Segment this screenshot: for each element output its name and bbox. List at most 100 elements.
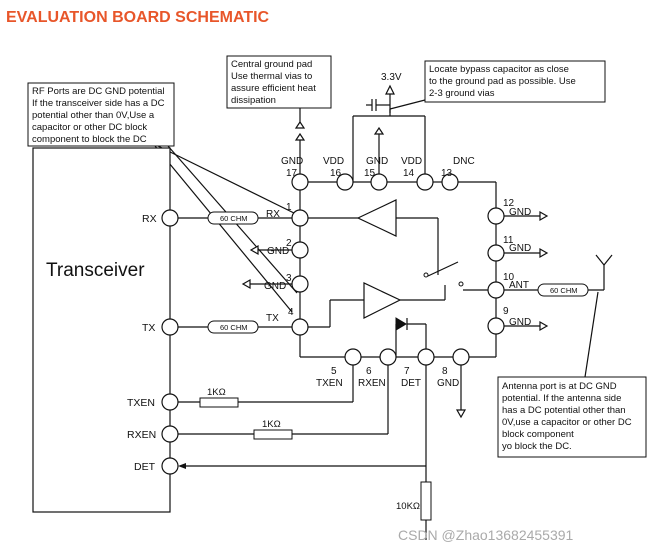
wiring [178, 84, 613, 540]
transceiver-txen-terminal [161, 393, 179, 411]
chip-pin-2 [291, 241, 309, 259]
pin-name: RX [266, 209, 280, 220]
pin-name: TX [266, 313, 279, 324]
pin-name: GND [437, 378, 459, 389]
transceiver-block: Transceiver RX TX TXEN RXEN DET [32, 147, 179, 513]
pin-name: DET [401, 378, 421, 389]
chip-pin-10 [487, 281, 505, 299]
transceiver-pin-rx: RX [142, 213, 157, 225]
antenna-note-line: block component [502, 429, 574, 440]
pin-name: TXEN [316, 378, 343, 389]
pin-name: GND [267, 246, 289, 257]
rf-ports-note-line: If the transceiver side has a DC [32, 98, 165, 109]
antenna-note-line: has a DC potential other than [502, 405, 626, 416]
txen-resistor: 1KΩ [199, 387, 239, 408]
chip-pin-15 [370, 173, 388, 191]
chip-pin-17 [291, 173, 309, 191]
rf-ports-note-line: component to block the DC [32, 134, 147, 145]
tx-line-label: 60 CHM [220, 323, 248, 332]
pin-number: 1 [286, 202, 292, 213]
schematic-title: EVALUATION BOARD SCHEMATIC [6, 9, 270, 26]
watermark: CSDN @Zhao13682455391 [398, 527, 574, 543]
chip-pin-9 [487, 317, 505, 335]
transceiver-label: Transceiver [46, 260, 145, 281]
pin-name: ANT [509, 280, 529, 291]
pin-number: 4 [288, 307, 294, 318]
pin-name: GND [281, 156, 303, 167]
rxen-resistor: 1KΩ [253, 419, 293, 440]
rx-line-label: 60 CHM [220, 214, 248, 223]
chip-pin-labels: 1 RX 2 GND 3 GND 4 TX 5 TXEN 6 RXEN 7 DE… [264, 156, 531, 389]
pin-number: 10 [503, 272, 515, 283]
ground-pad-note-line: Use thermal vias to [231, 71, 312, 82]
pin-name: DNC [453, 156, 475, 167]
transceiver-rxen-terminal [161, 425, 179, 443]
antenna-note-line: Antenna port is at DC GND [502, 381, 617, 392]
pin-number: 2 [286, 238, 292, 249]
rf-ports-note-line: potential other than 0V,Use a [32, 110, 155, 121]
pin-name: GND [509, 317, 531, 328]
ground-pad-note-line: dissipation [231, 95, 276, 106]
pin-name: GND [509, 207, 531, 218]
chip-pin-12 [487, 207, 505, 225]
transceiver-rx-terminal [161, 209, 179, 227]
antenna-note-line: yo block the DC. [502, 441, 572, 452]
bypass-capacitor-note: Locate bypass capacitor as close to the … [424, 60, 606, 103]
chip-pin-13 [441, 173, 459, 191]
pin-number: 13 [441, 168, 453, 179]
pin-number: 11 [503, 235, 514, 246]
bypass-note-line: Locate bypass capacitor as close [429, 64, 569, 75]
transceiver-pin-rxen: RXEN [127, 429, 156, 441]
pin-name: VDD [401, 156, 422, 167]
chip-pin-11 [487, 244, 505, 262]
pin-number: 9 [503, 306, 509, 317]
chip-pin-3 [291, 275, 309, 293]
antenna-note-line: potential. If the antenna side [502, 393, 621, 404]
ground-pad-note-line: Central ground pad [231, 59, 312, 70]
antenna-note: Antenna port is at DC GND potential. If … [497, 376, 647, 458]
transceiver-pin-txen: TXEN [127, 397, 155, 409]
chip-pin-4 [291, 318, 309, 336]
ant-line-label: 60 CHM [550, 286, 578, 295]
pin-number: 17 [286, 168, 298, 179]
rx-transmission-line: 60 CHM [207, 211, 259, 225]
chip-pin-7 [417, 348, 435, 366]
chip-pin-1 [291, 209, 309, 227]
rxen-resistor-label: 1KΩ [262, 419, 281, 430]
rf-ports-note-line: RF Ports are DC GND potential [32, 86, 165, 97]
transceiver-tx-terminal [161, 318, 179, 336]
pin-number: 8 [442, 366, 448, 377]
pin-name: VDD [323, 156, 344, 167]
det-resistor: 10KΩ [396, 481, 432, 521]
ant-transmission-line: 60 CHM [537, 283, 589, 297]
pin-number: 15 [364, 168, 376, 179]
bypass-note-line: to the ground pad as possible. Use [429, 76, 576, 87]
chip-pin-5 [344, 348, 362, 366]
chip-pin-8 [452, 348, 470, 366]
supply-voltage-label: 3.3V [381, 72, 402, 83]
pin-number: 12 [503, 198, 515, 209]
pin-name: GND [264, 281, 286, 292]
transceiver-pin-det: DET [134, 461, 156, 473]
transceiver-det-terminal [161, 457, 179, 475]
chip-pins [291, 173, 505, 366]
pin-number: 7 [404, 366, 410, 377]
ground-pad-note-line: assure efficient heat [231, 83, 316, 94]
bypass-note-line: 2-3 ground vias [429, 88, 495, 99]
ground-pad-note: Central ground pad Use thermal vias to a… [226, 55, 332, 109]
chip-pin-14 [416, 173, 434, 191]
pin-name: RXEN [358, 378, 386, 389]
pin-number: 14 [403, 168, 415, 179]
pin-number: 6 [366, 366, 372, 377]
pin-number: 3 [286, 273, 292, 284]
pin-number: 16 [330, 168, 342, 179]
rf-ports-note: RF Ports are DC GND potential If the tra… [27, 82, 175, 147]
antenna-note-line: 0V,use a capacitor or other DC [502, 417, 632, 428]
tx-transmission-line: 60 CHM [207, 320, 259, 334]
transceiver-pin-tx: TX [142, 322, 155, 334]
txen-resistor-label: 1KΩ [207, 387, 226, 398]
pin-name: GND [366, 156, 388, 167]
rf-ports-note-line: capacitor or other DC block [32, 122, 147, 133]
callout-pointers [154, 99, 599, 378]
